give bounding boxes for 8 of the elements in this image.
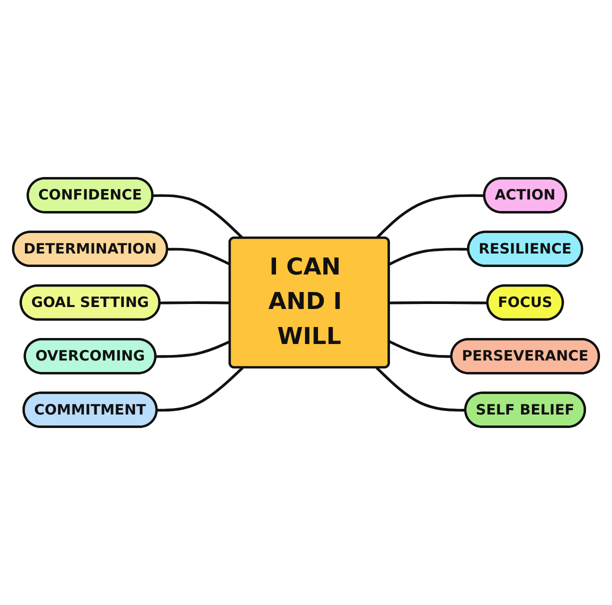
connector — [389, 301, 488, 304]
connector — [388, 340, 452, 358]
connector — [160, 301, 230, 304]
connector — [388, 248, 469, 266]
connector — [376, 366, 466, 412]
connector — [157, 366, 244, 412]
connector — [156, 340, 231, 358]
connector — [167, 248, 231, 266]
